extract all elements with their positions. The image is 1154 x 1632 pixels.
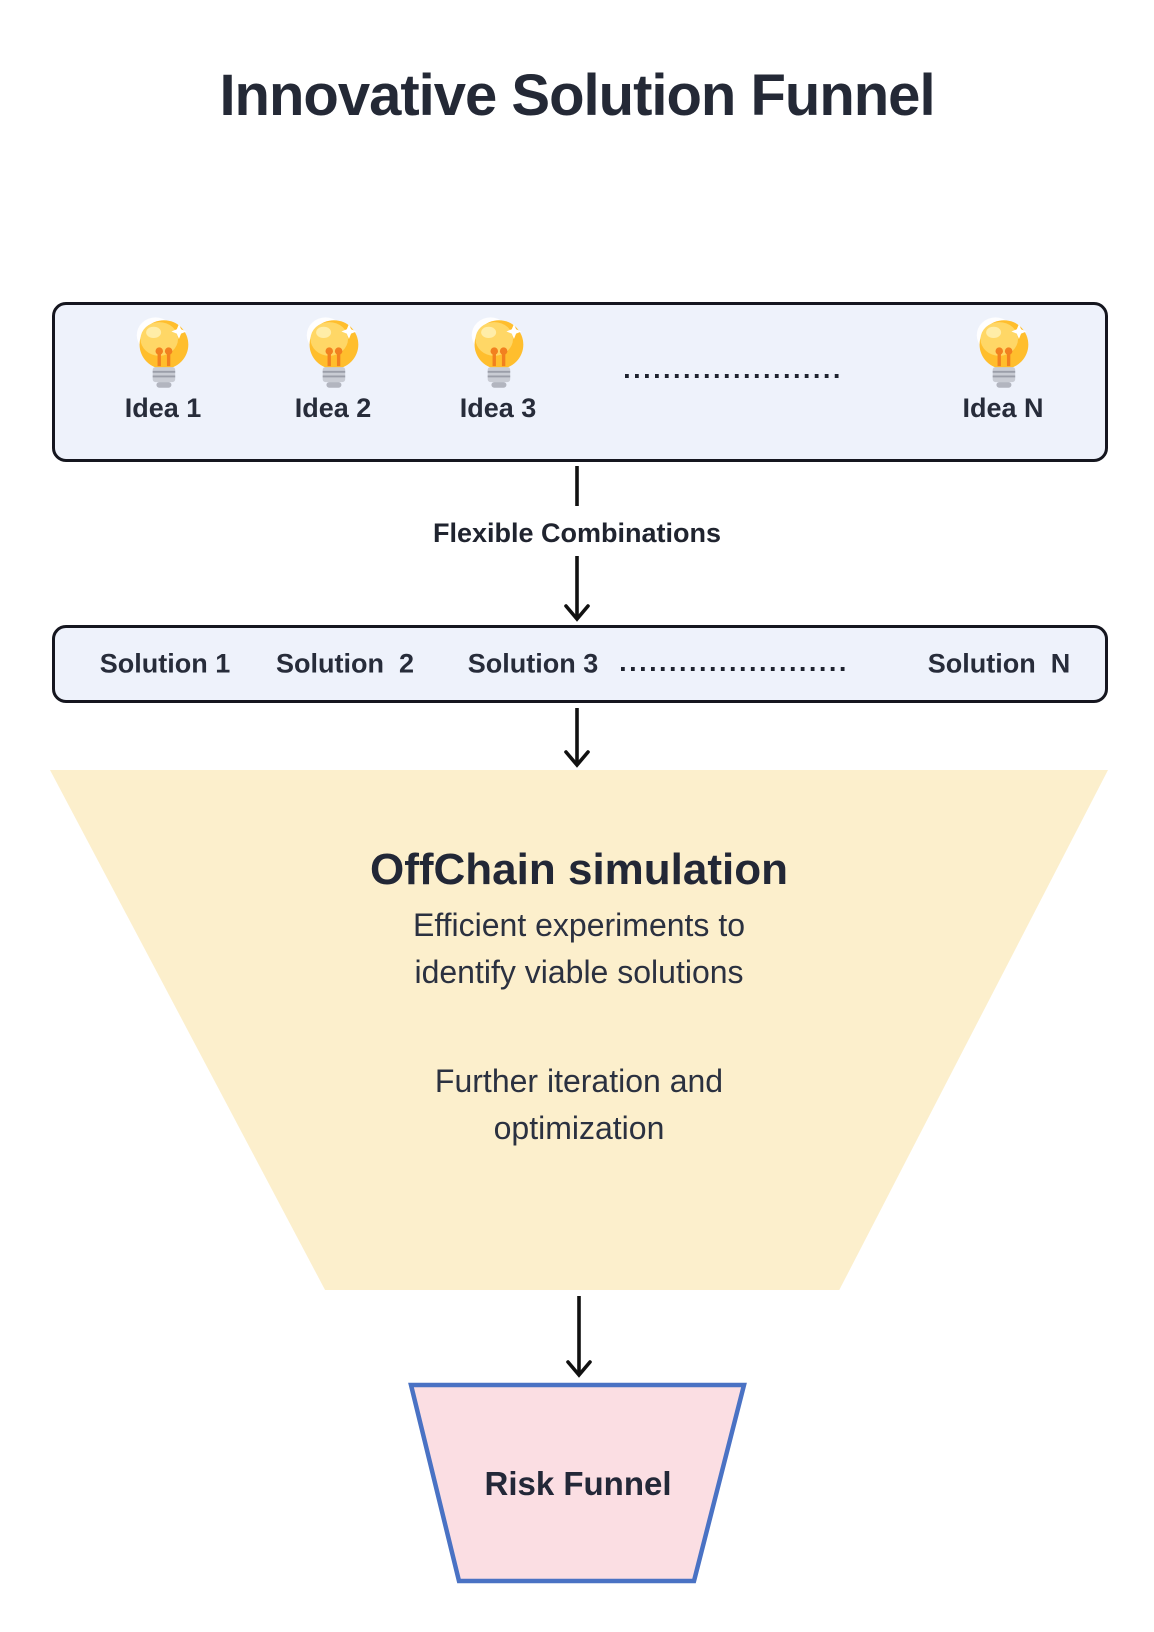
idea-label: Idea 1 (124, 393, 202, 423)
idea-item-n: Idea N (923, 315, 1083, 424)
flexible-combinations-label: Flexible Combinations (432, 518, 722, 548)
funnel-title: OffChain simulation (370, 845, 788, 894)
idea-item-3: Idea 3 (418, 315, 578, 424)
ideas-box: Idea 1 Idea 2 (52, 302, 1108, 462)
idea-label: Idea N (962, 393, 1044, 423)
idea-label: Idea 3 (459, 393, 537, 423)
risk-funnel-label: Risk Funnel (484, 1465, 672, 1502)
ellipsis-dots: ······················ (623, 361, 843, 391)
down-arrow-icon (564, 708, 590, 768)
solution-label-2: Solution 2 (276, 648, 414, 679)
lightbulb-icon (976, 317, 1029, 388)
funnel-text-line: Further iteration and (434, 1062, 724, 1099)
ellipsis-dots: ······················· (619, 654, 849, 684)
lightbulb-icon (136, 317, 189, 388)
trapezoid-outline (408, 1382, 747, 1584)
solution-label-3: Solution 3 (467, 648, 599, 679)
risk-funnel-shape: Risk Funnel (408, 1382, 748, 1584)
page-title: Innovative Solution Funnel (219, 63, 935, 128)
idea-label: Idea 2 (294, 393, 372, 423)
solutions-box: Solution 1 Solution 2 Solution 3 ·······… (52, 625, 1108, 703)
funnel-text-line: Efficient experiments to (412, 906, 745, 943)
lightbulb-icon (306, 317, 359, 388)
down-arrow-icon (564, 556, 590, 622)
connector-line (575, 466, 579, 506)
offchain-simulation-funnel: OffChain simulation Efficient experiment… (50, 770, 1108, 1290)
solution-label-1: Solution 1 (99, 648, 231, 679)
down-arrow-icon (566, 1296, 592, 1378)
funnel-text-line: optimization (493, 1109, 665, 1146)
funnel-text-line: identify viable solutions (414, 953, 744, 990)
idea-item-1: Idea 1 (83, 315, 243, 424)
solution-label-n: Solution N (927, 648, 1071, 679)
lightbulb-icon (471, 317, 524, 388)
idea-item-2: Idea 2 (253, 315, 413, 424)
